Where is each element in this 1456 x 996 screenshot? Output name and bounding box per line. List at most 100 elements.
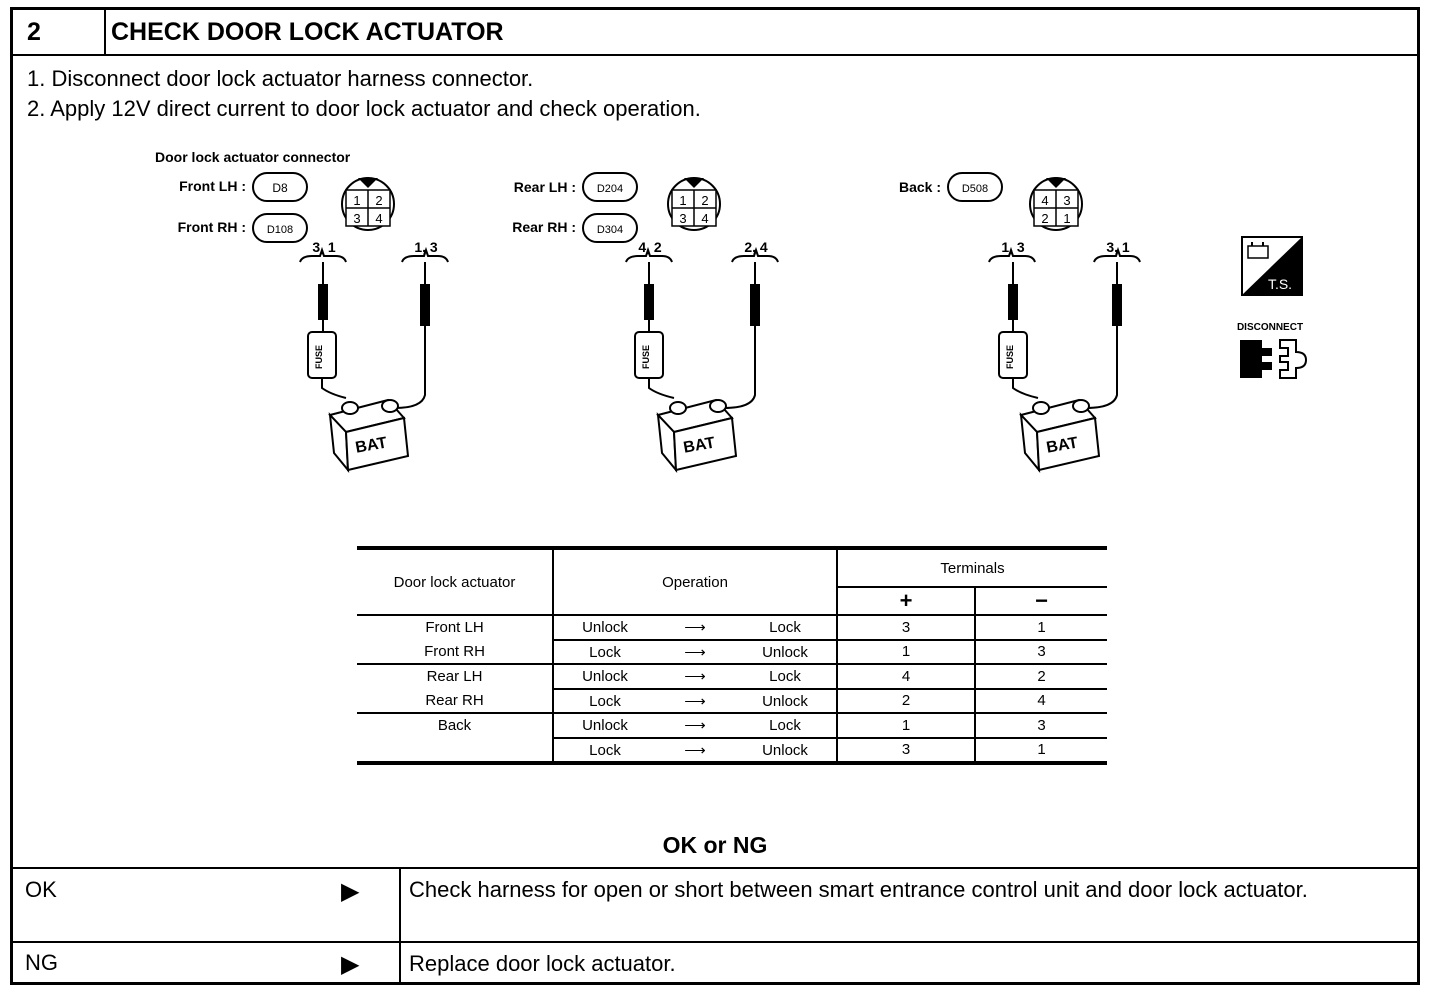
svg-text:2: 2 (701, 193, 708, 208)
svg-text:4: 4 (375, 211, 382, 226)
plus-cell: 2 (837, 687, 976, 713)
arrow-right-icon: ⟶ (684, 717, 706, 735)
pin-connector-icon: 1 2 3 4 (667, 177, 721, 231)
test-circuit-rear: 4, 2 2, 4 FUSE BAT (625, 239, 779, 473)
ng-divider (399, 943, 401, 985)
ok-arrow-icon: ▶ (341, 878, 360, 905)
svg-text:1: 1 (679, 193, 686, 208)
op-from: Unlock (582, 619, 628, 637)
instruction-2: 2. Apply 12V direct current to door lock… (27, 96, 701, 121)
svg-text:DISCONNECT: DISCONNECT (1237, 322, 1303, 333)
svg-text:BAT: BAT (682, 434, 716, 456)
svg-text:4: 4 (1041, 193, 1048, 208)
op-to: Unlock (762, 741, 808, 759)
front-lh-label: Front LH : (179, 178, 246, 194)
op-to: Unlock (762, 692, 808, 710)
col-plus: + (837, 587, 976, 615)
step-number: 2 (27, 18, 41, 46)
arrow-right-icon: ⟶ (684, 741, 706, 759)
arrow-right-icon: ⟶ (684, 692, 706, 710)
table-row: Rear RH Lock⟶Unlock 2 4 (357, 687, 1107, 713)
svg-text:BAT: BAT (354, 434, 388, 456)
rear-rh-label: Rear RH : (512, 219, 576, 235)
op-to: Lock (769, 619, 801, 637)
minus-cell: 4 (975, 687, 1107, 713)
terminals-left: 4, 2 (638, 239, 662, 255)
arrow-right-icon: ⟶ (684, 643, 706, 661)
table-row: Back Unlock⟶Lock 1 3 (357, 713, 1107, 738)
svg-text:2: 2 (375, 193, 382, 208)
battery-icon: BAT (328, 398, 410, 473)
terminals-right: 1, 3 (414, 239, 438, 255)
terminals-right: 2, 4 (744, 239, 768, 255)
plus-cell: 1 (837, 713, 976, 738)
back-label: Back : (899, 179, 941, 195)
pin-connector-icon: 1 2 3 4 (341, 177, 395, 231)
op-to: Lock (769, 668, 801, 686)
ng-arrow-icon: ▶ (341, 951, 360, 978)
col-terminals: Terminals (837, 548, 1107, 588)
terminals-left: 3, 1 (312, 239, 336, 255)
actuator-cell (357, 737, 554, 763)
op-from: Unlock (582, 668, 628, 686)
test-circuit-back: 1, 3 3, 1 FUSE BAT (988, 239, 1141, 473)
op-from: Lock (589, 692, 621, 710)
op-from: Lock (589, 741, 621, 759)
svg-text:3: 3 (1063, 193, 1070, 208)
battery-icon: BAT (1019, 398, 1101, 473)
result-row-ok: OK ▶ Check harness for open or short bet… (13, 867, 1417, 941)
ok-label: OK (25, 877, 57, 902)
connector-title: Door lock actuator connector (155, 149, 351, 165)
table-row: Lock ⟶ Unlock 3 1 (357, 736, 1107, 763)
group-front: Front LH : D8 Front RH : D108 1 2 3 4 (178, 172, 395, 243)
arrow-right-icon: ⟶ (684, 668, 706, 686)
result-row-ng: NG ▶ Replace door lock actuator. (13, 941, 1417, 985)
disconnect-icon: DISCONNECT (1237, 322, 1308, 379)
plus-cell: 3 (837, 615, 976, 640)
col-operation: Operation (553, 548, 838, 615)
minus-cell: 3 (975, 638, 1107, 664)
svg-text:T.S.: T.S. (1268, 276, 1292, 292)
arrow-right-icon: ⟶ (684, 619, 706, 637)
op-to: Lock (769, 717, 801, 735)
ts-icon: T.S. (1241, 236, 1303, 296)
connector-badge-d508 (947, 172, 1003, 202)
table-row: Front RH Lock⟶Unlock 1 3 (357, 638, 1107, 664)
battery-icon: BAT (656, 398, 738, 473)
front-lh-code: D8 (272, 181, 288, 195)
actuator-cell: Front LH (357, 615, 554, 640)
front-rh-label: Front RH : (178, 219, 246, 235)
op-from: Lock (589, 643, 621, 661)
front-rh-code: D108 (267, 224, 293, 236)
rear-rh-code: D304 (597, 224, 623, 236)
col-actuator: Door lock actuator (357, 548, 554, 615)
group-back: Back : D508 4 3 2 1 (899, 172, 1083, 231)
actuator-cell: Rear LH (357, 664, 554, 689)
terminals-left: 1, 3 (1001, 239, 1025, 255)
group-rear: Rear LH : D204 Rear RH : D304 1 2 3 4 (512, 172, 721, 243)
actuator-cell: Front RH (357, 639, 554, 664)
operation-table: Door lock actuator Operation Terminals +… (357, 546, 1107, 765)
minus-cell: 2 (1037, 667, 1046, 685)
terminals-right: 3, 1 (1106, 239, 1130, 255)
verdict-heading: OK or NG (662, 832, 768, 858)
step-title: CHECK DOOR LOCK ACTUATOR (111, 18, 504, 46)
ok-divider (399, 869, 401, 941)
back-code: D508 (962, 183, 988, 195)
plus-cell: 4 (837, 664, 976, 689)
minus-cell: 1 (975, 736, 1107, 763)
test-circuit-front: 3, 1 1, 3 FUSE BAT (299, 239, 449, 473)
connector-badge-d108 (252, 213, 308, 243)
step-header: 2 CHECK DOOR LOCK ACTUATOR (13, 10, 1417, 56)
rear-lh-label: Rear LH : (514, 179, 576, 195)
header-divider (104, 10, 106, 54)
svg-text:4: 4 (701, 211, 708, 226)
procedure-frame: 2 CHECK DOOR LOCK ACTUATOR 1. Disconnect… (10, 7, 1420, 985)
actuator-cell: Back (357, 713, 554, 738)
plus-cell: 1 (837, 638, 976, 664)
plus-cell: 3 (837, 736, 976, 763)
svg-text:1: 1 (1063, 211, 1070, 226)
svg-text:FUSE: FUSE (314, 345, 324, 369)
table-row: Front LH Unlock⟶Lock 3 1 (357, 615, 1107, 640)
